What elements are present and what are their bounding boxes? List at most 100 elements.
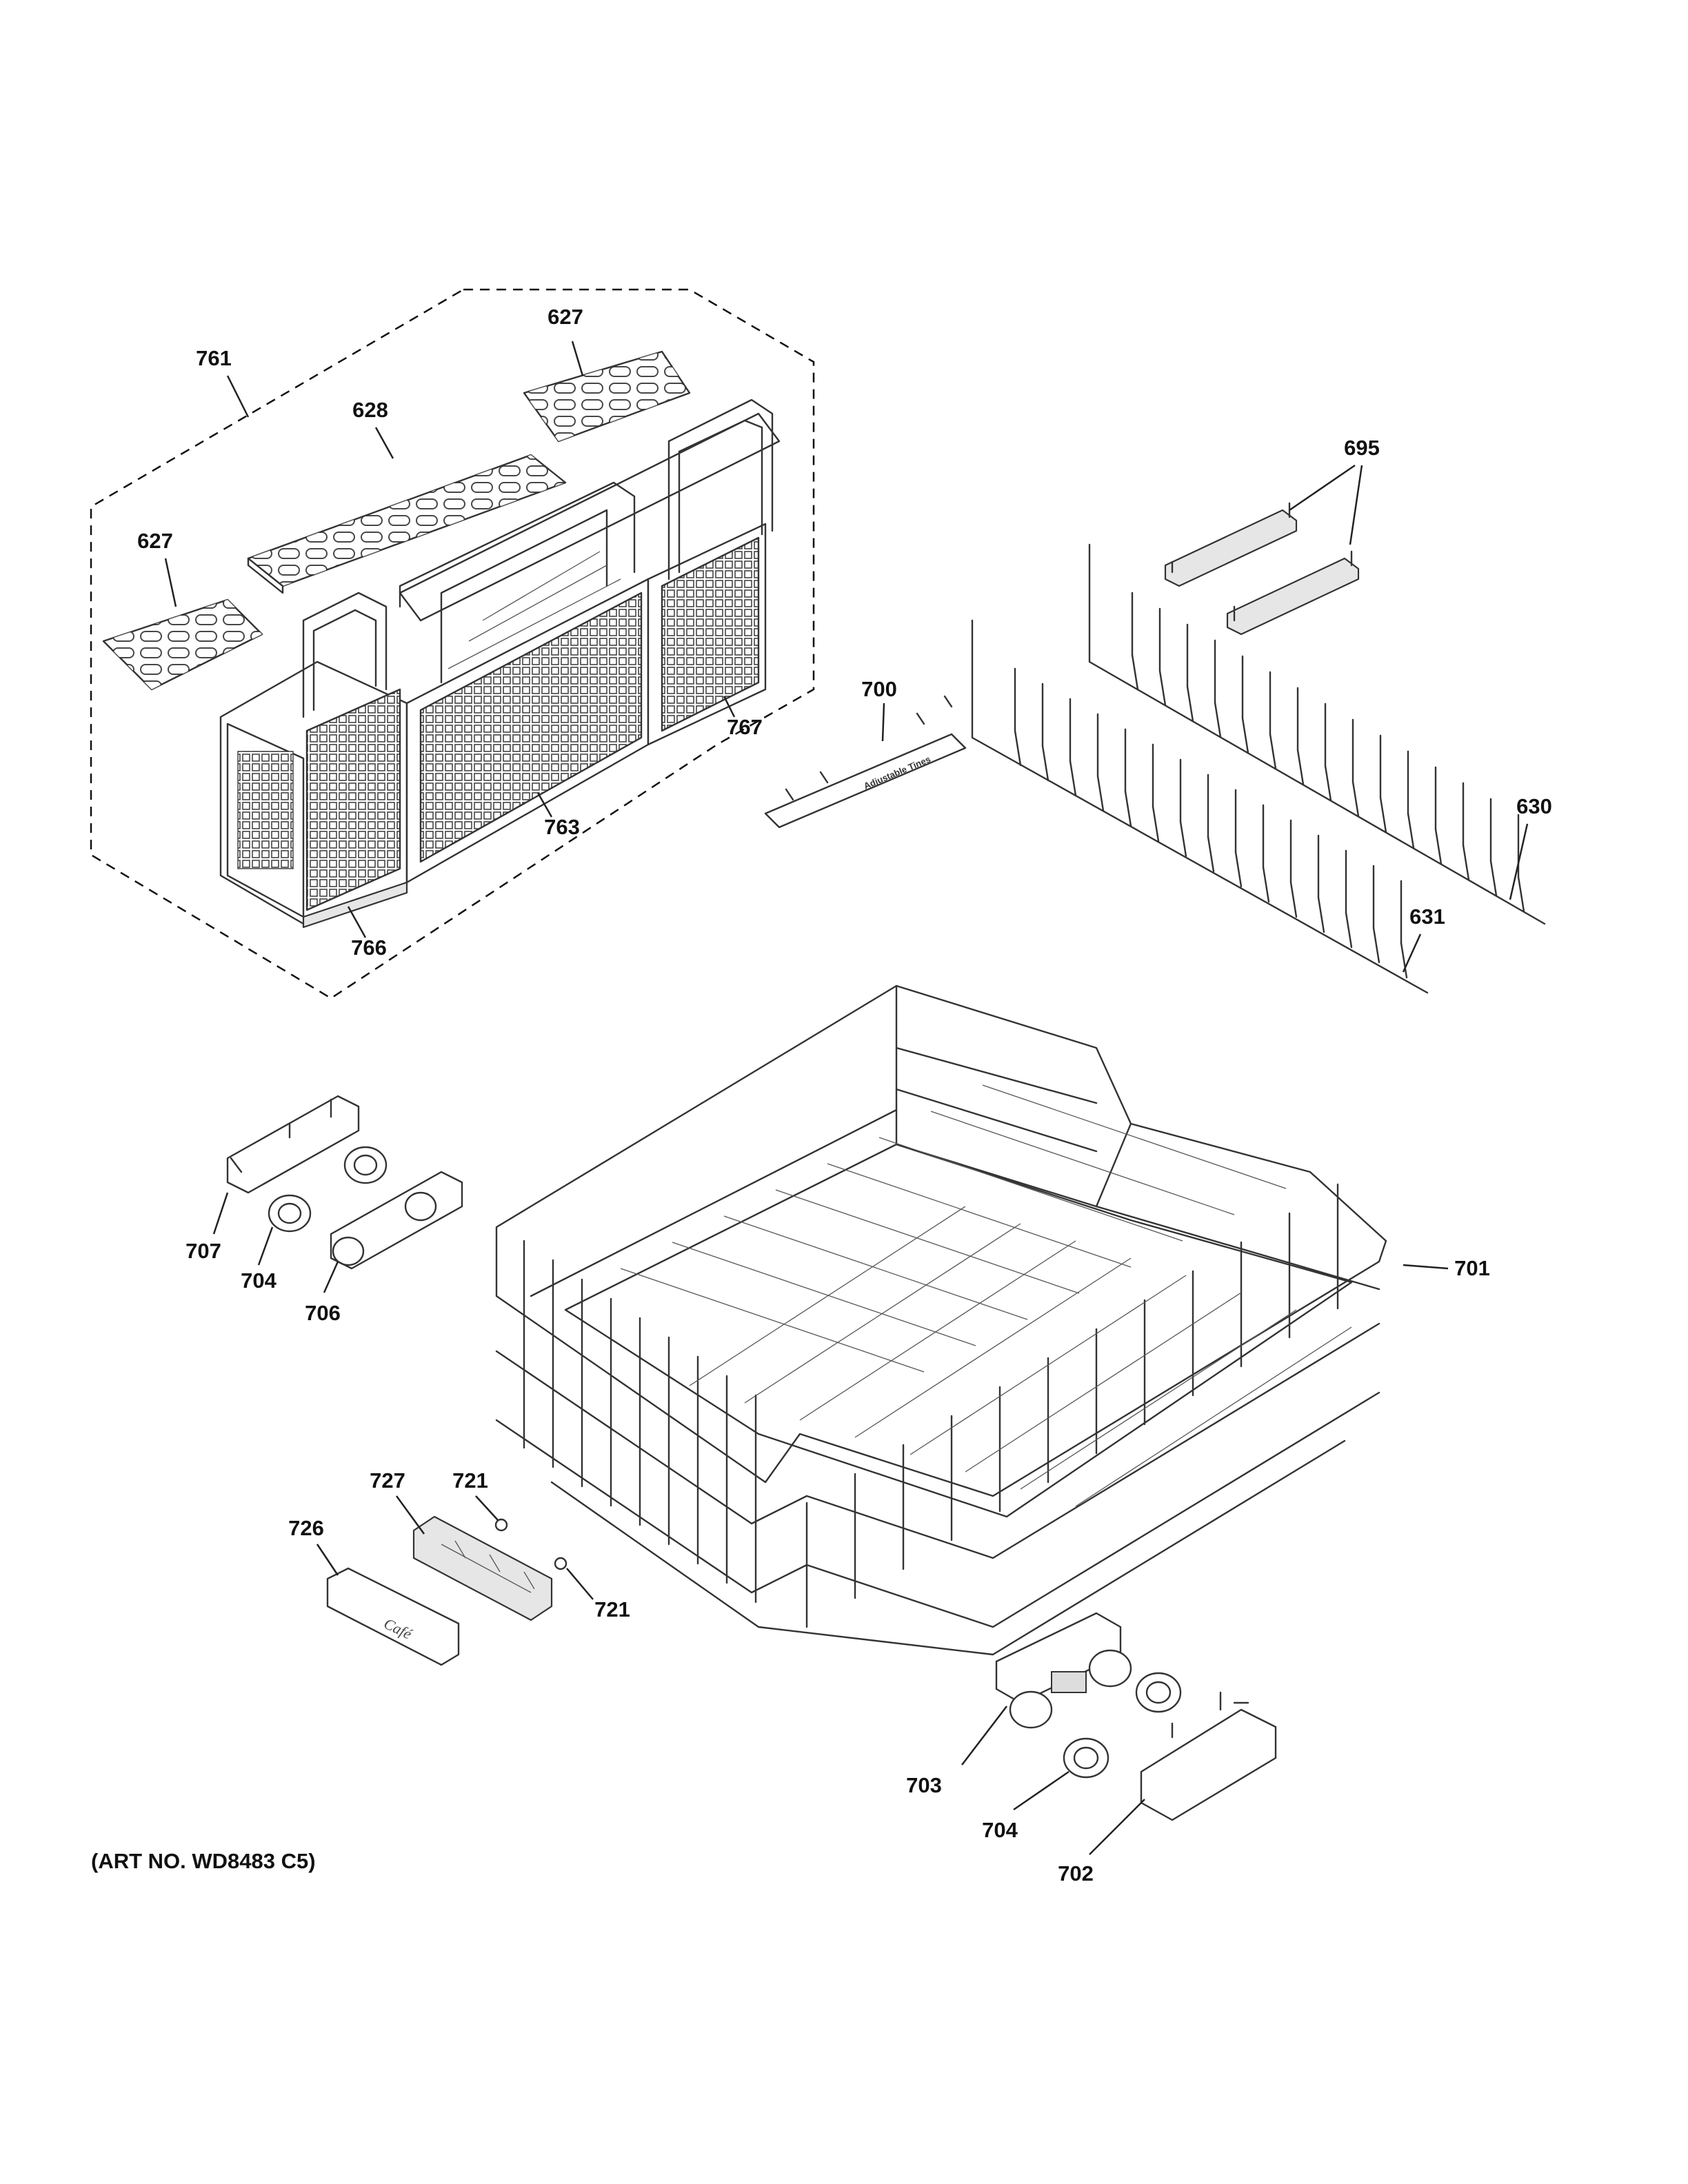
callout-707: 707 xyxy=(185,1239,221,1263)
wheel-parts-left: 707 704 706 xyxy=(185,1095,463,1325)
wire xyxy=(1014,729,1022,767)
wire xyxy=(1234,851,1243,888)
leader-726 xyxy=(316,1544,339,1576)
leader-721-b xyxy=(566,1568,594,1600)
callout-706: 706 xyxy=(305,1301,341,1325)
wire xyxy=(1124,790,1132,827)
wheel-704-c xyxy=(1135,1672,1182,1713)
wire xyxy=(775,1189,1080,1294)
wire xyxy=(1269,733,1277,770)
leader-704-b xyxy=(1013,1770,1069,1811)
callout-628: 628 xyxy=(352,398,388,422)
wire xyxy=(1345,911,1353,949)
wire xyxy=(1317,896,1325,933)
wire xyxy=(965,1292,1242,1473)
wheel-704-b xyxy=(1063,1737,1109,1779)
leader-631 xyxy=(1402,933,1422,973)
wire xyxy=(1372,927,1380,964)
wire xyxy=(1241,717,1249,754)
basket-cover-627-left xyxy=(102,598,263,691)
wire xyxy=(1207,836,1215,873)
callout-695: 695 xyxy=(1344,436,1380,460)
leader-701 xyxy=(1403,1264,1449,1270)
tine-row-631 xyxy=(1014,667,1408,979)
wire xyxy=(827,1163,1132,1268)
leader-702 xyxy=(1089,1799,1145,1855)
leader-767 xyxy=(723,696,736,718)
leader-628 xyxy=(374,427,394,459)
callout-704-right: 704 xyxy=(982,1818,1018,1842)
leader-703 xyxy=(961,1706,1007,1766)
callout-721-bottom: 721 xyxy=(594,1597,630,1621)
callout-766: 766 xyxy=(351,936,387,960)
leader-707 xyxy=(212,1192,229,1235)
leader-695-b xyxy=(1349,465,1363,545)
wire xyxy=(982,1084,1287,1189)
leader-695-a xyxy=(1289,464,1356,512)
callout-701: 701 xyxy=(1454,1256,1490,1280)
lower-rack-wires xyxy=(523,1084,1352,1628)
wire xyxy=(620,1268,925,1373)
wire xyxy=(1158,669,1167,707)
callout-704-left: 704 xyxy=(241,1268,277,1293)
wire xyxy=(1020,1309,1297,1490)
wire xyxy=(1352,780,1360,818)
tine-row-631-rail xyxy=(971,619,1429,994)
basket-cover-627-right xyxy=(523,350,691,443)
wire xyxy=(854,1257,1132,1438)
lower-rack-701: 701 xyxy=(495,984,1490,1656)
wire xyxy=(1186,685,1194,722)
wire xyxy=(1069,760,1077,797)
wire xyxy=(1434,828,1443,865)
wire xyxy=(878,1137,1183,1242)
wire xyxy=(1289,881,1298,918)
tine-clips-695: 695 xyxy=(1164,436,1380,636)
wheel-704-a xyxy=(268,1194,312,1233)
wire xyxy=(1152,805,1160,842)
wire xyxy=(1075,1326,1352,1507)
callout-630: 630 xyxy=(1516,794,1552,818)
leader-727 xyxy=(395,1495,425,1535)
rack-bumper-702 xyxy=(1140,1708,1277,1821)
callout-631: 631 xyxy=(1409,904,1445,929)
wire xyxy=(799,1240,1076,1421)
wire xyxy=(1400,942,1408,979)
leader-721-a xyxy=(475,1495,499,1521)
wire xyxy=(910,1275,1187,1455)
leader-761 xyxy=(226,375,250,418)
wire xyxy=(744,1223,1021,1404)
wire xyxy=(672,1242,976,1346)
wire xyxy=(1489,860,1498,897)
leader-766 xyxy=(347,906,367,938)
wire xyxy=(1214,701,1222,738)
callout-703: 703 xyxy=(906,1773,942,1797)
leader-706 xyxy=(323,1261,339,1293)
wire xyxy=(1462,844,1470,881)
wire xyxy=(1179,820,1187,858)
wire xyxy=(930,1111,1235,1215)
silverware-basket-group: 761 627 628 627 767 763 766 xyxy=(90,288,815,1000)
leader-704-a xyxy=(257,1226,274,1266)
silverware-basket-body xyxy=(219,398,781,929)
callout-767: 767 xyxy=(727,715,763,739)
wire xyxy=(1296,749,1305,786)
callout-763: 763 xyxy=(544,815,580,839)
leader-627-right xyxy=(571,341,584,376)
wire xyxy=(1379,796,1387,833)
wire xyxy=(1096,775,1105,812)
rack-bumper-707 xyxy=(226,1095,360,1194)
callout-721-top: 721 xyxy=(452,1468,488,1493)
leader-700 xyxy=(881,702,885,742)
wheel-parts-right: 703 704 702 xyxy=(906,1612,1277,1885)
leader-630 xyxy=(1509,823,1529,900)
leader-763 xyxy=(536,792,553,818)
tine-rows: 630 631 xyxy=(971,543,1552,994)
art-number: (ART NO. WD8483 C5) xyxy=(91,1849,316,1873)
wire xyxy=(689,1206,966,1386)
wire xyxy=(1262,866,1270,903)
wheel-704-a2 xyxy=(343,1146,388,1184)
rack-bumper-706 xyxy=(330,1171,463,1270)
wire xyxy=(723,1215,1028,1320)
wire xyxy=(1131,654,1139,691)
